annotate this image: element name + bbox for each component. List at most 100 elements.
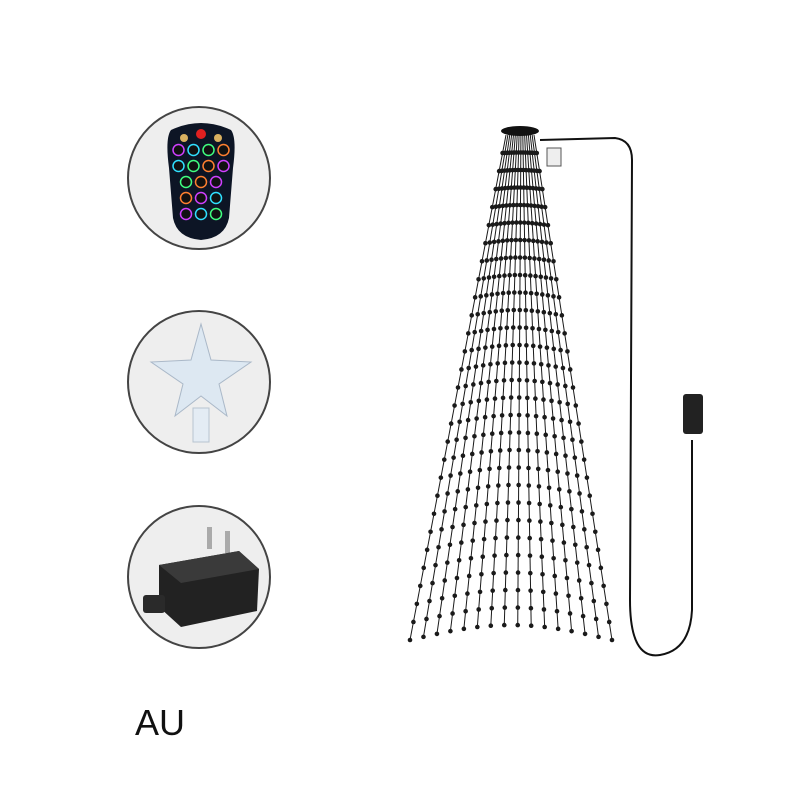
led-bulb — [548, 240, 554, 246]
led-bulb — [567, 611, 573, 616]
led-bulb — [528, 273, 533, 278]
power-cable — [539, 136, 693, 657]
top-ring — [501, 126, 539, 136]
variant-label: AU — [135, 702, 186, 743]
led-bulb — [421, 565, 427, 571]
led-bulb — [570, 385, 576, 390]
led-bulb — [478, 328, 484, 334]
led-bulb — [551, 258, 556, 264]
led-bulb — [475, 624, 480, 630]
led-bulb — [484, 397, 490, 402]
led-bulb — [556, 295, 562, 300]
led-bulb — [506, 482, 511, 488]
led-bulb — [609, 637, 615, 643]
led-bulb — [441, 457, 447, 462]
led-bulb — [421, 634, 426, 640]
led-bulb — [510, 342, 516, 348]
led-bulb — [566, 593, 571, 599]
led-bulb — [525, 220, 531, 226]
led-bulb — [514, 202, 520, 208]
led-bulb — [500, 203, 506, 209]
led-bulb — [517, 290, 523, 295]
led-bulb — [604, 601, 609, 607]
led-bulb — [455, 385, 461, 390]
led-bulb — [477, 589, 483, 595]
led-bulb — [533, 396, 538, 401]
led-bulb — [496, 483, 501, 488]
led-bulb — [476, 276, 481, 282]
led-bulb — [543, 275, 549, 280]
led-bulb — [522, 237, 527, 243]
led-bulb — [503, 343, 509, 348]
led-bulb — [547, 310, 553, 316]
remote-button — [202, 143, 215, 157]
star-circle — [127, 310, 271, 454]
led-bulb — [517, 377, 522, 383]
led-bulb — [525, 202, 530, 208]
led-bulb — [572, 542, 578, 548]
led-bulb — [439, 527, 444, 532]
led-bulb — [553, 591, 559, 596]
led-bulb — [536, 484, 542, 489]
led-bulb — [462, 349, 468, 354]
led-bulb — [442, 578, 448, 583]
led-bulb — [490, 222, 496, 227]
led-bulb — [504, 535, 510, 540]
led-bulb — [553, 364, 559, 369]
led-bulb — [517, 325, 522, 330]
plug-adapter-icon — [143, 527, 259, 627]
led-bulb — [497, 203, 502, 209]
led-bulb — [539, 239, 545, 245]
led-bulb — [496, 343, 502, 349]
led-bulb — [497, 448, 503, 453]
led-bulb — [475, 485, 481, 491]
led-bulb — [448, 628, 453, 634]
led-bulb — [448, 421, 454, 426]
led-bulb — [476, 346, 481, 352]
led-bulb — [574, 560, 580, 565]
led-bulb — [524, 343, 529, 348]
led-bulb — [505, 307, 511, 313]
led-bulb — [488, 361, 493, 367]
led-bulb — [450, 611, 455, 616]
remote-button — [194, 191, 208, 205]
led-bulb — [524, 360, 529, 366]
led-bulb — [434, 631, 440, 637]
led-bulb — [483, 240, 488, 246]
led-bulb — [468, 399, 474, 405]
led-bulb — [445, 491, 450, 496]
led-bulb — [498, 430, 504, 436]
led-bulb — [567, 419, 573, 425]
led-bulb — [407, 637, 413, 643]
led-bulb — [561, 540, 567, 545]
led-bulb — [525, 395, 530, 401]
led-bulb — [546, 363, 551, 368]
led-bulb — [491, 570, 496, 576]
led-bulb — [465, 591, 470, 596]
led-bulb — [417, 583, 423, 589]
led-bulb — [551, 346, 557, 352]
remote-button — [194, 207, 208, 221]
led-bulb — [555, 626, 561, 632]
led-bulb — [488, 448, 494, 454]
cable-connector — [683, 394, 703, 434]
led-bulb — [572, 455, 578, 460]
led-bulb — [487, 240, 493, 245]
led-bulb — [502, 273, 507, 278]
led-bulb — [463, 504, 469, 510]
led-bulb — [471, 382, 476, 387]
remote-icon — [167, 123, 235, 240]
led-bulb — [550, 538, 555, 543]
led-bulb — [537, 501, 542, 507]
led-bulb — [493, 204, 499, 209]
led-bulb — [461, 626, 467, 632]
led-bulb — [516, 412, 522, 418]
led-bulb — [491, 413, 496, 419]
led-bulb — [433, 562, 438, 568]
led-bulb — [595, 547, 601, 553]
led-bulb — [424, 616, 429, 622]
led-bulb — [596, 634, 601, 640]
led-bulb — [427, 598, 432, 604]
led-bulb — [479, 450, 484, 455]
led-bulb — [481, 310, 487, 316]
